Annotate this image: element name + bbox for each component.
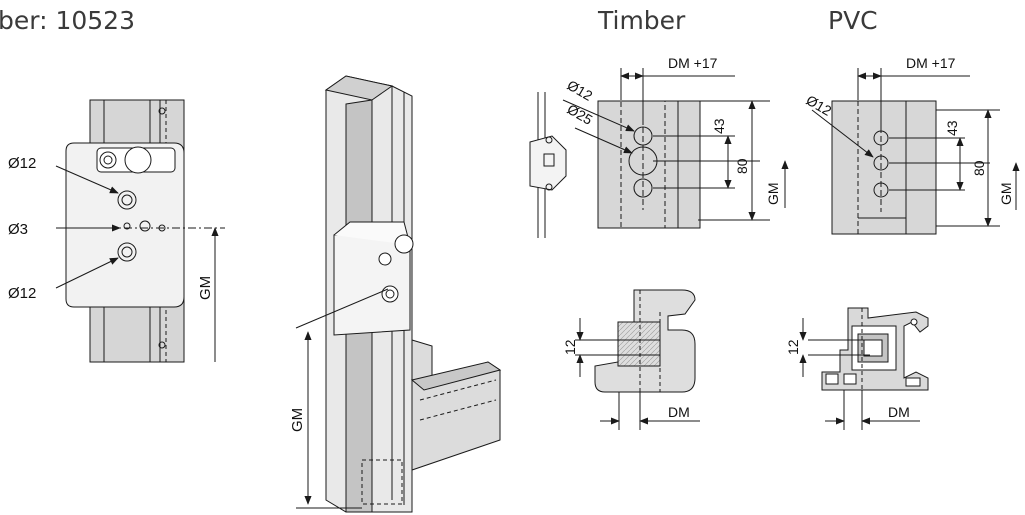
iso-cam-icon: [394, 234, 414, 254]
timber-label-gm: GM: [765, 182, 781, 205]
timber-plan-profile: [597, 100, 701, 229]
timber-plan-groove: [620, 100, 666, 229]
pvc-label-80: 80: [971, 160, 987, 176]
front-label-gm: GM: [197, 276, 214, 300]
front-hole-upper-icon: [117, 190, 137, 210]
pvc-d12-leader: [811, 109, 874, 158]
pvc-label-dm17: DM +17: [906, 55, 956, 71]
front-rivet-icon: [158, 341, 166, 349]
front-label-d12-top: Ø12: [8, 155, 36, 172]
front-label-d12-bottom: Ø12: [8, 285, 36, 302]
front-hole-small-icon: [123, 222, 131, 230]
timber-label-dm: DM: [668, 404, 690, 420]
timber-column-heading: Timber: [598, 6, 686, 35]
timber-label-d25: Ø25: [565, 101, 596, 128]
iso-hole-icon: [381, 285, 399, 303]
iso-hidden-line: [419, 399, 497, 421]
iso-hole-icon: [385, 289, 395, 299]
front-pin-hole-icon: [99, 151, 117, 169]
pvc-plan-profile: [831, 100, 937, 235]
timber-hardware-screw-icon: [545, 183, 553, 191]
timber-plan-view: [529, 68, 789, 238]
pvc-section-cell: [825, 373, 839, 385]
timber-label-dm17: DM +17: [668, 55, 718, 71]
front-hole-upper-icon: [121, 194, 133, 206]
timber-section-view: [575, 289, 700, 430]
front-pin-hole-icon: [103, 155, 113, 165]
front-leader-bot: [55, 257, 119, 289]
iso-hole-icon: [378, 252, 392, 266]
timber-section-hatch: [617, 321, 661, 367]
front-hole-lower-icon: [121, 246, 133, 258]
pvc-plan-view: [811, 68, 1020, 235]
timber-label-12: 12: [562, 339, 578, 355]
timber-label-80: 80: [734, 158, 750, 174]
timber-label-43: 43: [711, 118, 727, 134]
iso-gm-ref-line: [295, 288, 389, 329]
pvc-label-dm: DM: [888, 404, 910, 420]
iso-keep-top: [333, 221, 411, 246]
front-label-d3: Ø3: [8, 221, 28, 238]
iso-label-gm: GM: [289, 408, 306, 432]
pvc-section-cell: [905, 377, 921, 387]
pvc-column-heading: PVC: [828, 6, 878, 35]
iso-hidden-line: [419, 379, 497, 401]
front-cam-icon: [124, 146, 152, 174]
timber-hardware-square-icon: [543, 153, 555, 167]
timber-label-d12: Ø12: [565, 77, 596, 104]
pvc-label-12: 12: [785, 339, 801, 355]
iso-sash-top: [410, 361, 502, 391]
pvc-section-cell: [843, 373, 857, 385]
front-screw-icon: [139, 220, 151, 232]
pvc-section-view: [799, 307, 929, 430]
timber-d25-leader: [574, 127, 633, 154]
iso-sash-corner: [411, 339, 501, 471]
front-hole-lower-icon: [117, 242, 137, 262]
isometric-view: [295, 75, 502, 513]
pvc-section-core: [863, 339, 883, 357]
pvc-label-43: 43: [944, 120, 960, 136]
timber-hardware-body: [529, 135, 567, 191]
front-view: [55, 99, 225, 363]
pvc-section-seal-icon: [910, 318, 918, 326]
order-number-heading: ber: 10523: [0, 6, 135, 35]
front-rivet-icon: [158, 107, 166, 115]
timber-d12-leader: [562, 99, 635, 132]
timber-hole-lower-icon: [633, 178, 653, 198]
pvc-label-gm: GM: [998, 182, 1014, 205]
timber-hardware-screw-icon: [545, 136, 553, 144]
front-leader-top: [55, 165, 119, 194]
front-keep-plate: [65, 142, 185, 308]
